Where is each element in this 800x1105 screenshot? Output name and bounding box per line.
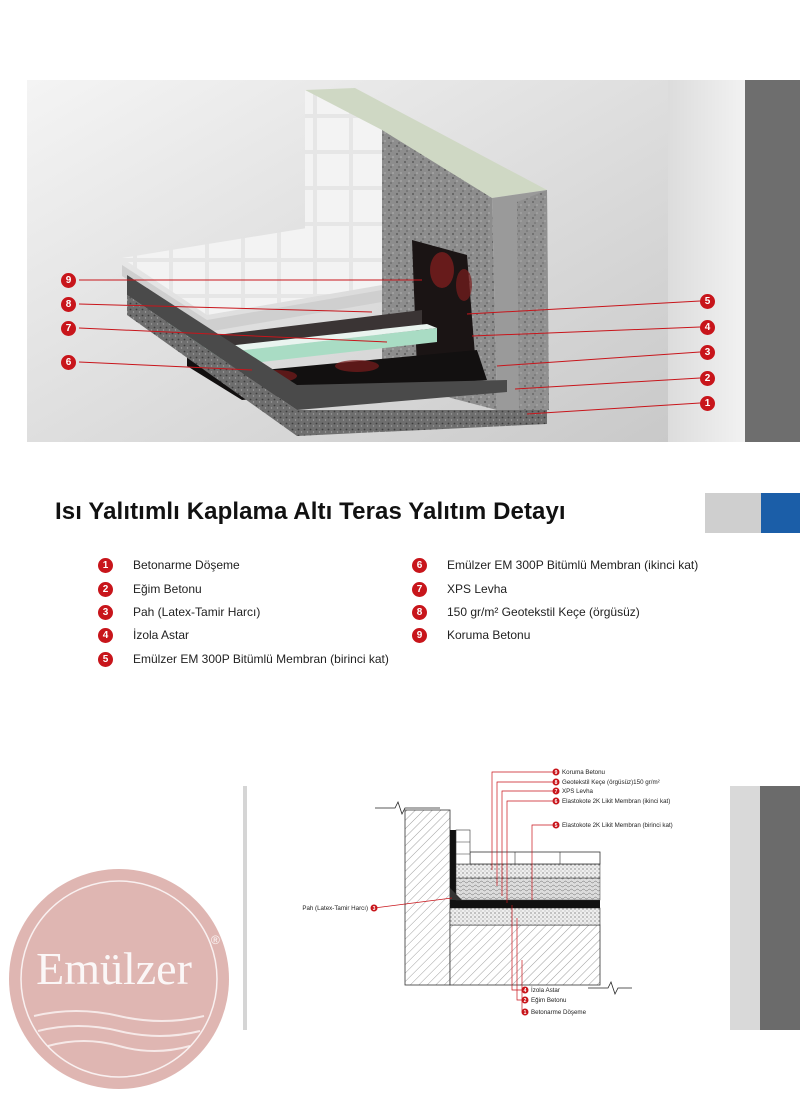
hero-marker-6: 6	[61, 355, 76, 370]
legend-item: 7 XPS Levha	[412, 580, 507, 598]
legend-item: 1 Betonarme Döşeme	[98, 556, 240, 574]
detail-num: 4	[524, 988, 527, 994]
legend-label: XPS Levha	[447, 582, 508, 596]
hero-marker-8: 8	[61, 297, 76, 312]
detail-label: Elastokote 2K Likit Membran (birinci kat…	[562, 822, 673, 829]
detail-label: Elastokote 2K Likit Membran (ikinci kat)	[562, 798, 670, 805]
detail-label: Pah (Latex-Tamir Harcı)	[302, 905, 368, 912]
legend-number-badge: 4	[98, 627, 113, 643]
hero-marker-3: 3	[700, 345, 715, 360]
legend-item: 8 150 gr/m² Geotekstil Keçe (örgüsüz)	[412, 603, 640, 621]
legend-label: Emülzer EM 300P Bitümlü Membran (birinci…	[133, 652, 389, 666]
hero-cutaway-illustration	[27, 80, 701, 442]
legend-label: İzola Astar	[133, 628, 190, 642]
hero-marker-5: 5	[700, 294, 715, 309]
detail-num: 7	[555, 789, 558, 795]
legend-number-badge: 7	[412, 581, 427, 597]
legend-number-badge: 9	[412, 627, 427, 643]
hero-marker-4: 4	[700, 320, 715, 335]
legend-number-badge: 6	[412, 557, 427, 573]
legend-label: 150 gr/m² Geotekstil Keçe (örgüsüz)	[447, 605, 640, 619]
section-detail-drawing: 9 8 7 6 5 3 4 2 1 Koruma Betonu Geotekst…	[302, 768, 673, 1016]
logo-registered-mark: ®	[211, 933, 220, 947]
legend-item: 5 Emülzer EM 300P Bitümlü Membran (birin…	[98, 650, 389, 668]
detail-num: 6	[555, 799, 558, 805]
legend-number-badge: 3	[98, 604, 113, 620]
page-title: Isı Yalıtımlı Kaplama Altı Teras Yalıtım…	[55, 498, 566, 525]
side-panel-light	[730, 786, 760, 1030]
emulzer-logo-watermark: Emülzer ®	[9, 869, 229, 1089]
side-panel-dark	[760, 786, 800, 1030]
detail-label: Geotekstil Keçe (örgüsüz)150 gr/m²	[562, 779, 660, 786]
legend-item: 6 Emülzer EM 300P Bitümlü Membran (ikinc…	[412, 556, 698, 574]
hero-marker-7: 7	[61, 321, 76, 336]
detail-label: İzola Astar	[531, 987, 560, 994]
legend-label: Betonarme Döşeme	[133, 558, 240, 572]
legend-label: Eğim Betonu	[133, 582, 202, 596]
legend-number-badge: 8	[412, 604, 427, 620]
legend-item: 9 Koruma Betonu	[412, 626, 530, 644]
detail-num: 8	[555, 780, 558, 786]
legend-label: Koruma Betonu	[447, 628, 531, 642]
detail-label: Koruma Betonu	[562, 769, 606, 776]
legend-number-badge: 2	[98, 581, 113, 597]
legend-number-badge: 5	[98, 651, 113, 667]
detail-label: Eğim Betonu	[531, 997, 567, 1004]
hero-marker-9: 9	[61, 273, 76, 288]
detail-num: 2	[524, 998, 527, 1004]
divider-line	[243, 786, 247, 1030]
detail-num: 5	[555, 823, 558, 829]
detail-num: 9	[555, 770, 558, 776]
detail-num: 3	[373, 906, 376, 912]
hero-marker-2: 2	[700, 371, 715, 386]
legend-item: 4 İzola Astar	[98, 626, 189, 644]
logo-text: Emülzer	[36, 943, 192, 994]
legend-item: 2 Eğim Betonu	[98, 580, 202, 598]
legend-item: 3 Pah (Latex-Tamir Harcı)	[98, 603, 260, 621]
detail-num: 1	[524, 1010, 527, 1016]
legend-label: Emülzer EM 300P Bitümlü Membran (ikinci …	[447, 558, 699, 572]
hero-marker-1: 1	[700, 396, 715, 411]
side-panel-dark	[745, 80, 800, 442]
detail-label: XPS Levha	[562, 788, 594, 795]
legend-label: Pah (Latex-Tamir Harcı)	[133, 605, 261, 619]
legend-number-badge: 1	[98, 557, 113, 573]
title-accent-bar	[705, 493, 800, 533]
detail-label: Betonarme Döşeme	[531, 1009, 587, 1016]
